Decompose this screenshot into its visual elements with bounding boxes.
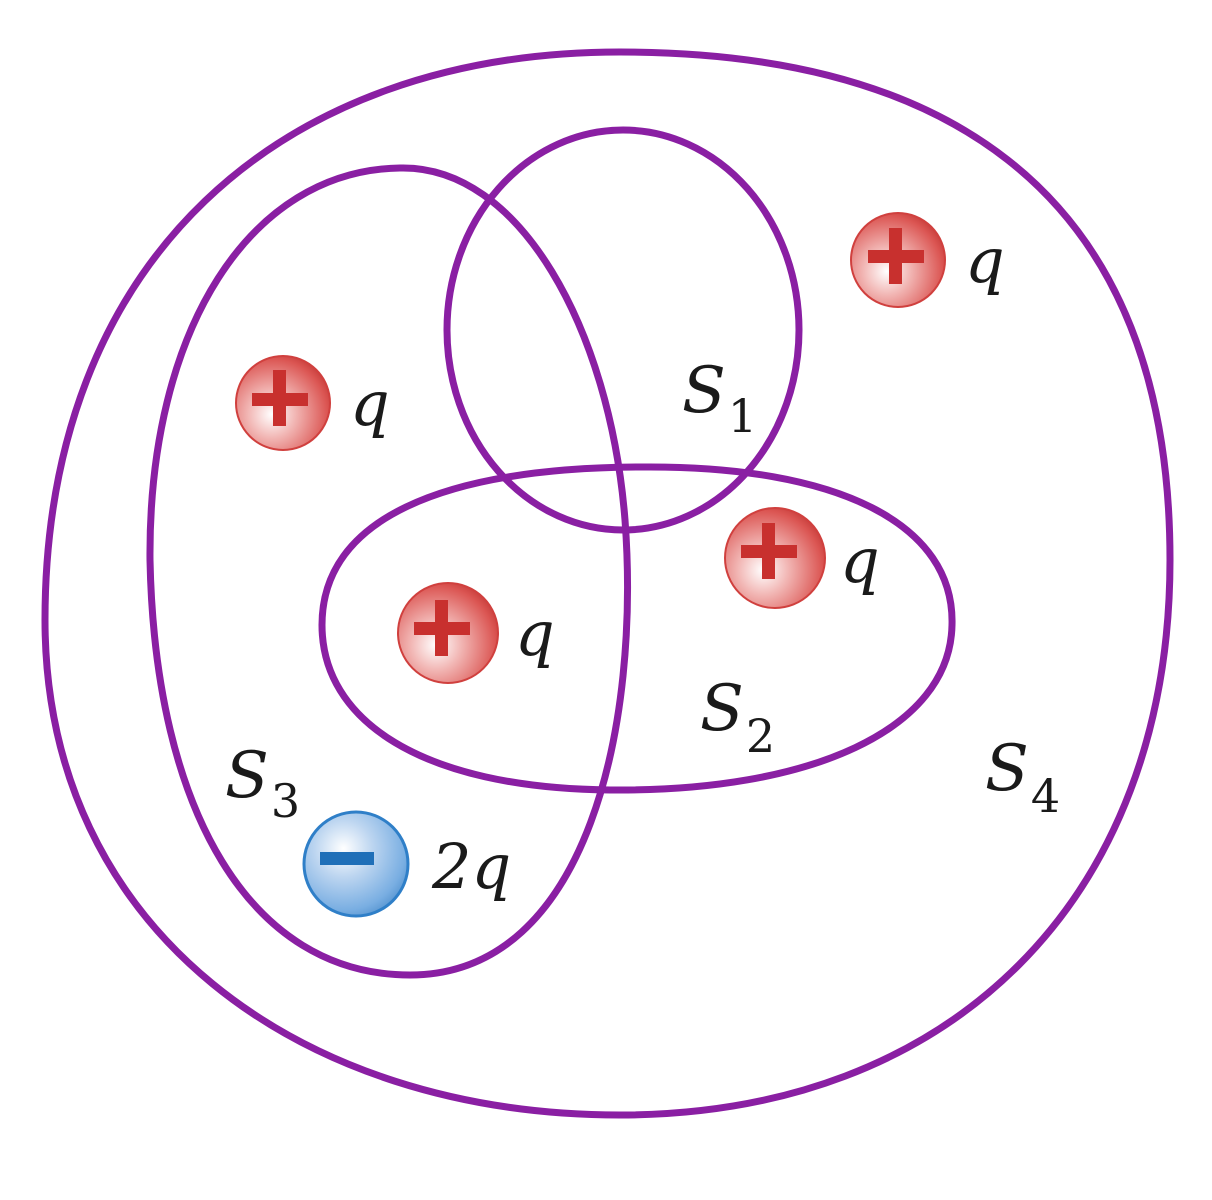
surface-label-s4: S4: [985, 732, 1060, 823]
charge-label: 2q: [431, 830, 511, 903]
plus-icon: [868, 228, 924, 284]
minus-icon: [320, 852, 374, 865]
charge-label: q: [350, 367, 390, 440]
positive-charge-right-middle: q: [724, 507, 880, 609]
positive-charge-top-right: q: [850, 212, 1005, 308]
negative-charge-bottom-left: 2q: [302, 810, 511, 918]
plus-icon: [414, 600, 470, 656]
surface-label-s2: S2: [700, 672, 775, 763]
surface-s1: [443, 126, 803, 534]
charge-label: q: [965, 224, 1005, 297]
charge-label: q: [840, 524, 880, 597]
surface-s2: [318, 463, 956, 794]
surface-label-s3: S3: [225, 739, 300, 828]
surface-s4: [41, 48, 1174, 1119]
plus-icon: [741, 523, 797, 579]
plus-icon: [252, 370, 308, 426]
charge-label: q: [515, 597, 555, 670]
positive-charge-center: q: [397, 582, 555, 684]
surface-label-s1: S1: [682, 354, 757, 443]
positive-charge-left: q: [235, 355, 390, 451]
surface-s3: [146, 164, 631, 979]
